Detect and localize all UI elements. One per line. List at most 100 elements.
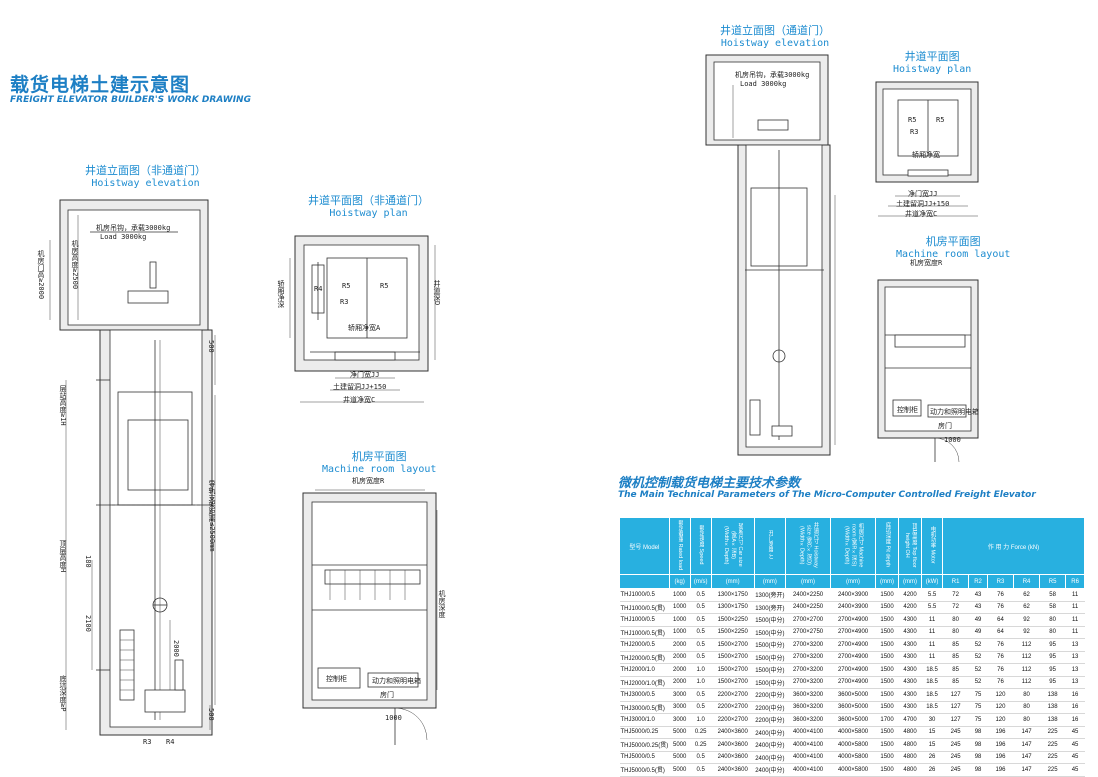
table-cell: 26 <box>921 751 943 764</box>
left-elevation-caption: 井道立面图（非通道门） Hoistway elevation <box>85 162 206 189</box>
caption-cn: 井道平面图 <box>904 50 960 63</box>
table-cell: 80 <box>942 626 969 639</box>
pit-label: 底坑深度≥P <box>59 675 67 712</box>
table-cell: 52 <box>968 676 988 689</box>
table-cell: 3600×5000 <box>830 688 876 702</box>
caption-cn: 机房平面图 <box>351 450 407 463</box>
table-cell: 2400×2250 <box>785 601 831 614</box>
table-cell: 1300(旁开) <box>754 588 786 602</box>
table-cell: 0.5 <box>690 588 712 602</box>
room-depth-label: 机房深度 <box>438 590 446 618</box>
dim-2000: 2000 <box>172 640 180 657</box>
room-height-label: 机房高度≥2500 <box>71 240 79 290</box>
table-cell: 52 <box>968 663 988 677</box>
right-load-label-en: Load 3000kg <box>740 80 787 88</box>
table-cell: THJ5000/0.25(贯) <box>619 738 670 752</box>
table-cell: 0.5 <box>690 751 712 764</box>
table-cell: 112 <box>1013 676 1040 689</box>
col-hoistway: 井道尺寸 Hoistway size (宽C×深D) (Width×Depth) <box>785 517 832 575</box>
table-cell: 5000 <box>669 763 691 777</box>
r3-label: R3 <box>340 298 349 306</box>
door-width-label: 净门宽JJ <box>908 190 938 198</box>
col-car-size: 轿厢尺寸 Car size (宽A×深B) (Width×Depth) <box>710 517 755 575</box>
table-cell: 2400×2250 <box>785 588 831 602</box>
table-cell: 147 <box>1013 738 1040 752</box>
table-cell: 1500 <box>875 613 899 627</box>
control-panel-label: 控制柜 <box>326 675 347 683</box>
table-cell: 11 <box>1065 613 1085 627</box>
table-cell: 147 <box>1013 763 1040 777</box>
table-cell: 1500×2700 <box>711 663 755 677</box>
table-cell: 4000×4100 <box>785 738 831 752</box>
table-cell: 4000×4100 <box>785 763 831 777</box>
table-cell: 75 <box>968 688 988 702</box>
caption-cn: 井道平面图（非通道门） <box>308 194 429 207</box>
table-cell: 112 <box>1013 663 1040 677</box>
left-machine-room-caption: 机房平面图 Machine room layout <box>322 448 436 475</box>
table-cell: 5000 <box>669 738 691 752</box>
dim-500-top: 500 <box>207 340 215 353</box>
table-cell: 1500 <box>875 588 899 602</box>
table-cell: 1.0 <box>690 713 712 727</box>
r5-label-b: R5 <box>936 116 945 124</box>
table-cell: THJ3000/0.5(贯) <box>619 701 670 714</box>
table-cell: 1500 <box>875 663 899 677</box>
table-cell: 11 <box>921 626 943 639</box>
table-cell: 2400×3900 <box>830 601 876 614</box>
table-cell: 43 <box>968 601 988 614</box>
table-cell: 80 <box>1013 688 1040 702</box>
table-cell: 15 <box>921 726 943 739</box>
table-cell: 4300 <box>898 651 922 664</box>
table-cell: 75 <box>968 713 988 727</box>
table-cell: THJ5000/0.25 <box>619 726 670 739</box>
table-cell: 4000×5800 <box>830 751 876 764</box>
table-cell: 1500 <box>875 763 899 777</box>
table-cell: 225 <box>1039 763 1066 777</box>
table-cell: 76 <box>987 663 1014 677</box>
table-cell: 43 <box>968 588 988 602</box>
table-cell: 76 <box>987 601 1014 614</box>
table-cell: 80 <box>1013 713 1040 727</box>
table-cell: THJ3000/0.5 <box>619 688 670 702</box>
table-cell: 2400×3600 <box>711 726 755 739</box>
right-machine-room-caption: 机房平面图 Machine room layout <box>896 233 1010 260</box>
table-cell: 2700×4900 <box>830 613 876 627</box>
left-hoistway-plan-drawing <box>289 235 436 403</box>
table-cell: 85 <box>942 651 969 664</box>
table-cell: 98 <box>968 751 988 764</box>
r3-label: R3 <box>143 738 152 746</box>
table-cell: 76 <box>987 676 1014 689</box>
col-machine-room: 机房尺寸 Machine room (宽R×深S) (Width×Depth) <box>830 517 877 575</box>
floor-height-label: 层站高度≥1H <box>59 385 67 426</box>
table-cell: 112 <box>1013 651 1040 664</box>
table-cell: 245 <box>942 751 969 764</box>
page-title-cn: 载货电梯土建示意图 <box>10 74 191 96</box>
table-cell: 4200 <box>898 601 922 614</box>
table-cell: 1000 <box>669 613 691 627</box>
col-model: 型号 Model <box>619 517 670 575</box>
dim-2100: 2100 <box>84 615 92 632</box>
table-cell: 127 <box>942 713 969 727</box>
table-cell: 13 <box>1065 638 1085 652</box>
table-cell: 1500(中分) <box>754 626 786 639</box>
table-cell: 58 <box>1039 588 1066 602</box>
table-cell: 2000 <box>669 638 691 652</box>
table-cell: 80 <box>1013 701 1040 714</box>
table-cell: THJ1000/0.5 <box>619 588 670 602</box>
table-cell: 1500(中分) <box>754 663 786 677</box>
right-elevation-caption: 井道立面图（通道门） Hoistway elevation <box>720 22 830 49</box>
r5-label-a: R5 <box>342 282 351 290</box>
table-cell: THJ2000/1.0 <box>619 663 670 677</box>
r5-label-a: R5 <box>908 116 917 124</box>
right-machine-room-drawing <box>877 279 979 463</box>
left-elevation-drawing <box>49 199 216 736</box>
table-cell: 75 <box>968 701 988 714</box>
table-cell: 196 <box>987 726 1014 739</box>
table-cell: 1500×2700 <box>711 676 755 689</box>
table-cell: 1300(旁开) <box>754 601 786 614</box>
table-cell: 2400(中分) <box>754 763 786 777</box>
table-cell: 1.0 <box>690 663 712 677</box>
